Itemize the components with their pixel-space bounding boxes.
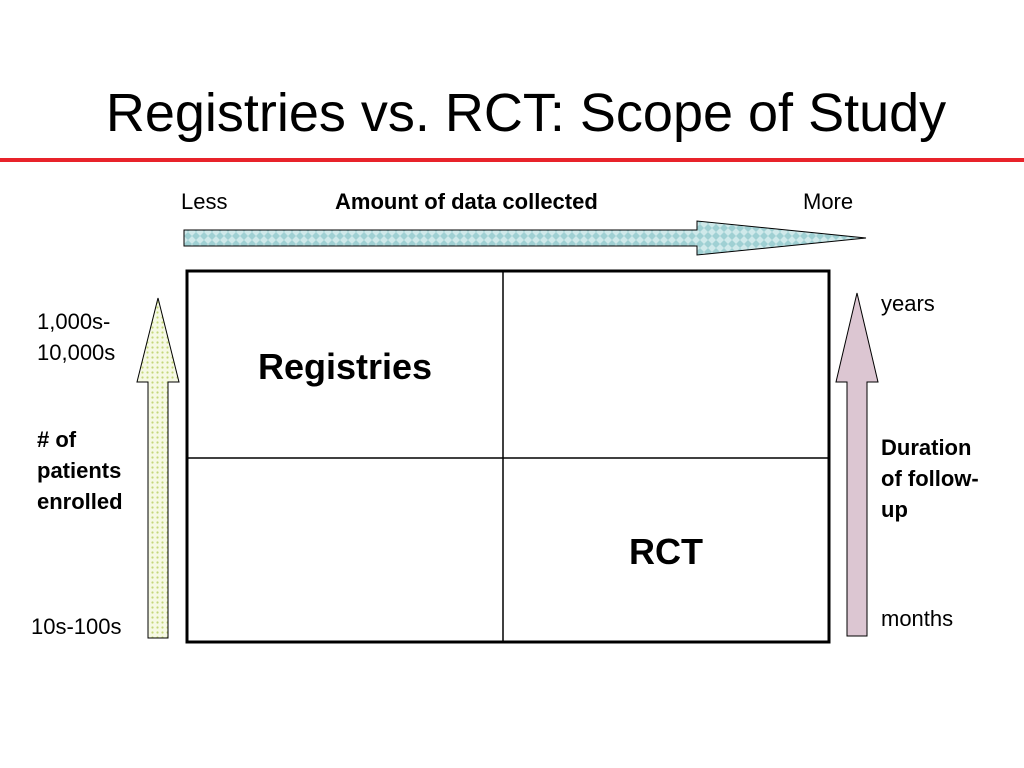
data-axis-heading: Amount of data collected	[335, 189, 598, 214]
patients-enrolled-arrow	[136, 297, 180, 639]
data-axis-high-label: More	[803, 189, 854, 214]
patients-axis-high-label: 1,000s- 10,000s	[37, 309, 116, 365]
followup-axis-high-label: years	[881, 291, 935, 316]
slide-title: Registries vs. RCT: Scope of Study	[105, 83, 947, 143]
title-divider	[0, 158, 1024, 162]
grid-cell-bottom-right-label: RCT	[629, 531, 703, 572]
followup-axis-low-label: months	[881, 606, 954, 631]
followup-duration-arrow	[835, 292, 879, 637]
followup-axis-heading: Duration of follow- up	[881, 435, 979, 522]
grid-cell-top-left-label: Registries	[257, 346, 433, 387]
study-scope-grid	[185, 269, 831, 644]
patients-axis-low-label: 10s-100s	[31, 614, 122, 639]
patients-axis-heading: # of patients enrolled	[37, 427, 123, 514]
data-amount-arrow	[183, 220, 867, 256]
data-axis-low-label: Less	[181, 189, 228, 214]
